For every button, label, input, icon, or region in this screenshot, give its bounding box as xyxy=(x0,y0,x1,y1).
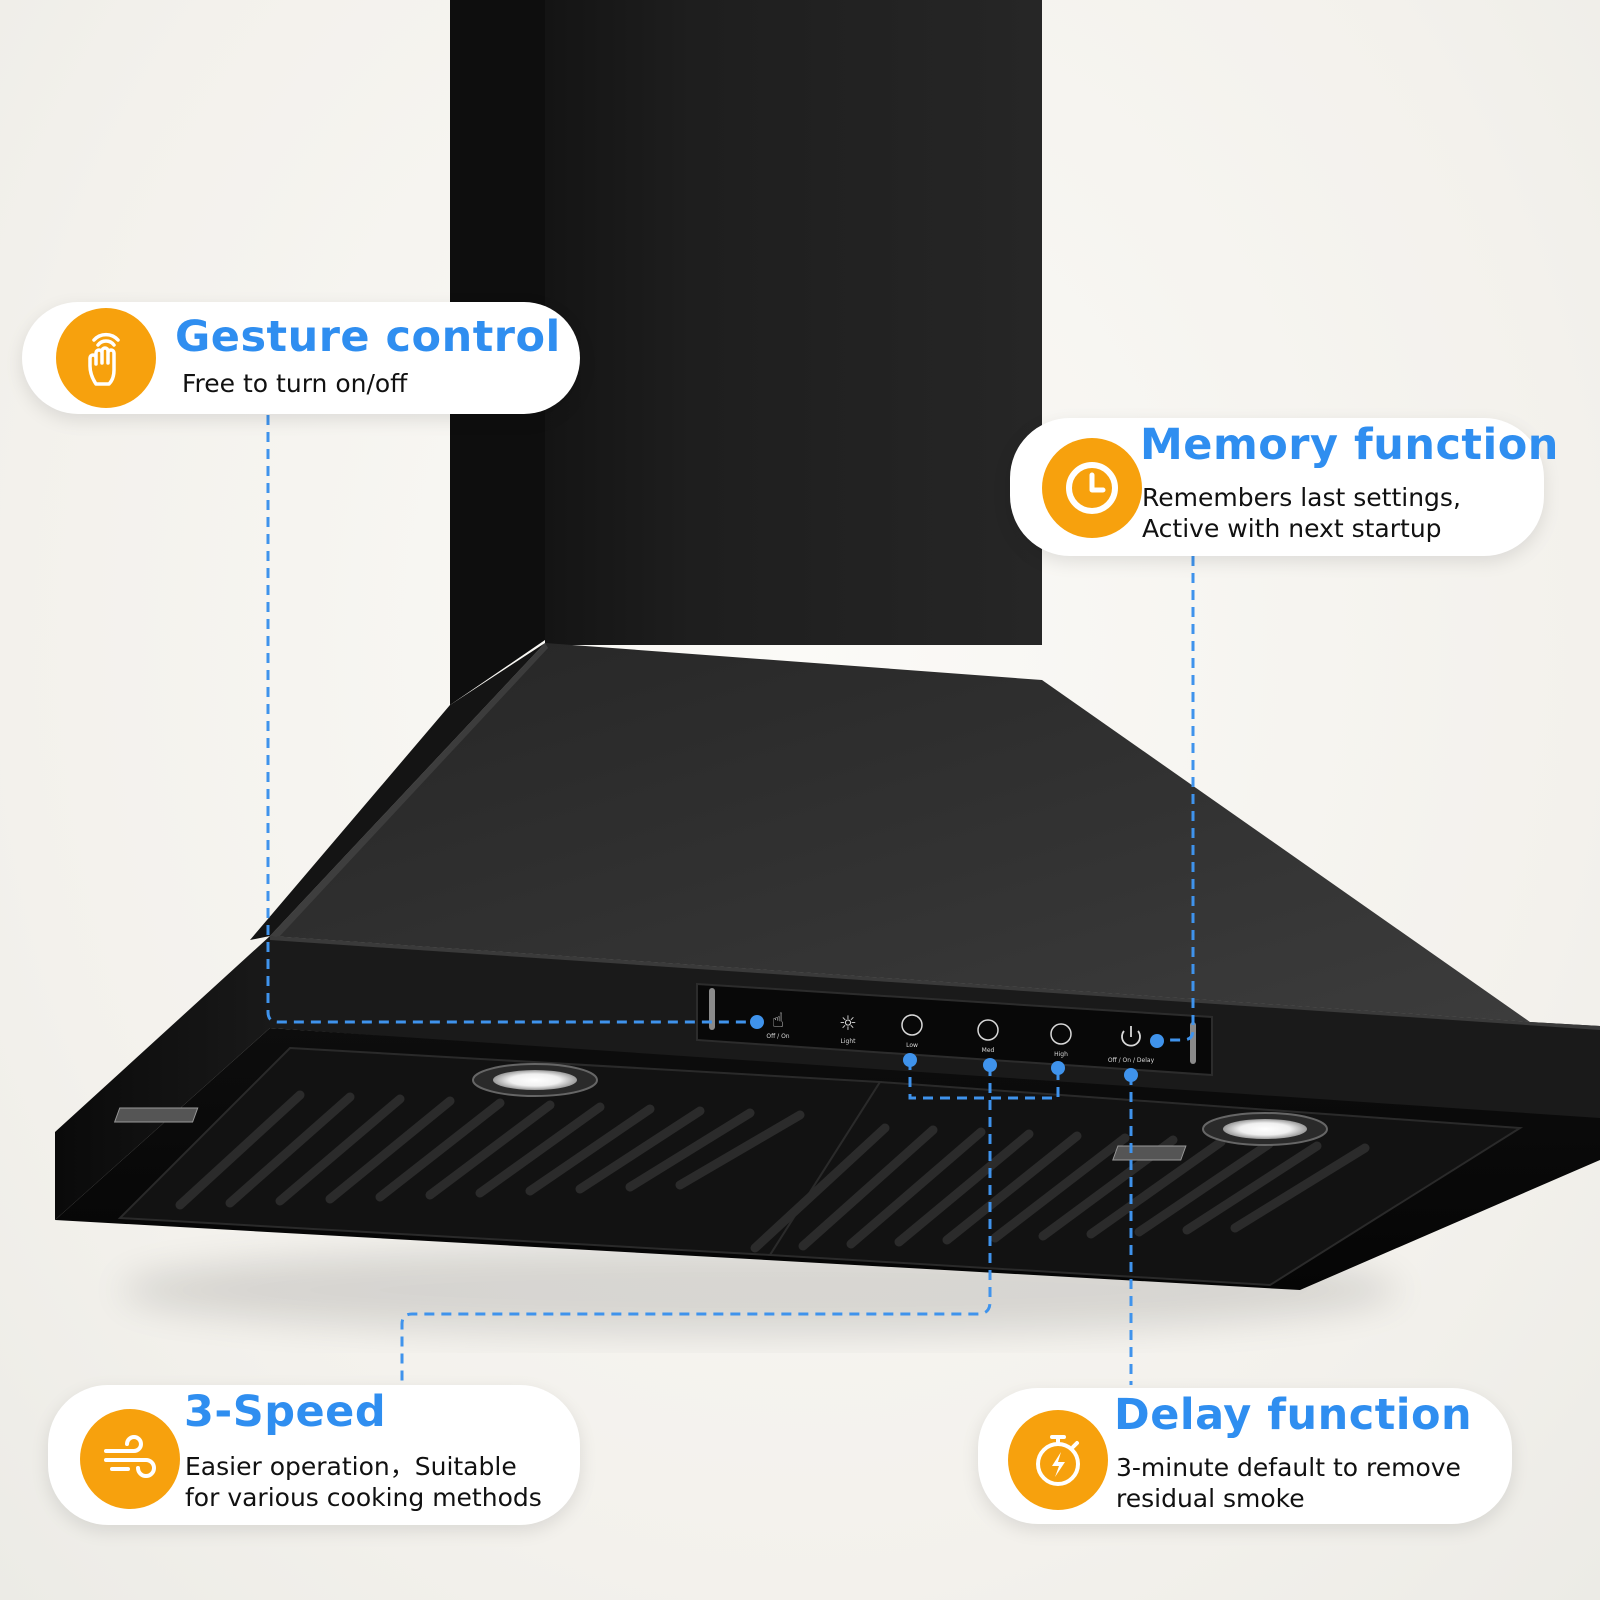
power-icon xyxy=(1121,1026,1141,1047)
baffle-slat xyxy=(675,1110,805,1190)
memory-badge xyxy=(1042,438,1142,538)
power-delay-button[interactable]: Off / On / Delay xyxy=(1108,1026,1155,1064)
light-button-label: Light xyxy=(841,1038,857,1045)
lamp-right xyxy=(1202,1112,1328,1146)
memory-description: Remembers last settings, Active with nex… xyxy=(1142,482,1461,544)
baffle-slat xyxy=(990,1133,1130,1243)
control-panel: ☝ Off / On ☼ Light Low Med High Off / On… xyxy=(696,982,1213,1077)
fan-low-button[interactable]: Low xyxy=(901,1014,923,1049)
fan-med-label: Med xyxy=(982,1047,995,1054)
speed-title: 3-Speed xyxy=(184,1387,387,1437)
fan-med-icon xyxy=(977,1019,999,1041)
baffle-slat xyxy=(1182,1141,1322,1235)
leader-dots xyxy=(750,1015,1164,1082)
memory-leader-line xyxy=(1157,556,1195,1042)
light-button[interactable]: ☼ Light xyxy=(839,1011,857,1045)
delay-description-line-1: 3-minute default to remove xyxy=(1116,1453,1461,1482)
fan-high-icon xyxy=(1050,1023,1072,1045)
delay-callout: Delay function 3-minute default to remov… xyxy=(978,1388,1512,1524)
gesture-symbol-icon: ☝ xyxy=(772,1008,784,1032)
baffle-slat xyxy=(846,1127,986,1249)
baffle-slat xyxy=(275,1094,405,1206)
gesture-button-label: Off / On xyxy=(766,1033,789,1040)
canopy-left xyxy=(250,643,545,940)
speed-leader-line xyxy=(400,1060,1060,1383)
gesture-description: Free to turn on/off xyxy=(182,368,407,399)
front-band-highlight xyxy=(270,936,1600,1030)
baffle-slat xyxy=(750,1123,890,1253)
stopwatch-icon xyxy=(1036,1435,1080,1486)
baffle-slat xyxy=(1230,1143,1370,1233)
lightbulb-icon: ☼ xyxy=(839,1011,857,1035)
speed-description-line-1: Easier operation，Suitable xyxy=(185,1452,517,1481)
memory-description-line-1: Remembers last settings, xyxy=(1142,483,1461,512)
speed-badge xyxy=(80,1409,180,1509)
baffle-slat xyxy=(625,1108,755,1192)
canopy-front xyxy=(270,643,1530,1022)
fan-low-icon xyxy=(901,1014,923,1036)
memory-title: Memory function xyxy=(1140,420,1559,470)
fan-low-label: Low xyxy=(906,1042,918,1049)
speed-callout: 3-Speed Easier operation，Suitable for va… xyxy=(48,1385,580,1525)
hood-left-face xyxy=(55,936,270,1220)
baffle-slat xyxy=(525,1104,655,1196)
baffle-slat xyxy=(1086,1137,1226,1239)
speed-description-line-2: for various cooking methods xyxy=(185,1483,542,1512)
baffle-slat xyxy=(325,1096,455,1204)
speed-description: Easier operation，Suitable for various co… xyxy=(185,1451,542,1513)
baffle-slat xyxy=(942,1131,1082,1245)
baffle-slat xyxy=(175,1090,305,1210)
fan-med-button[interactable]: Med xyxy=(977,1019,999,1054)
baffle-slats xyxy=(175,1090,1370,1253)
baffle-slat xyxy=(575,1106,705,1194)
fan-high-button[interactable]: High xyxy=(1050,1023,1072,1058)
memory-description-line-2: Active with next startup xyxy=(1142,514,1442,543)
power-delay-label: Off / On / Delay xyxy=(1108,1057,1155,1064)
baffle-slat xyxy=(375,1098,505,1202)
baffle-slat xyxy=(798,1125,938,1251)
filter-handle-right xyxy=(1112,1145,1187,1161)
delay-description-line-2: residual smoke xyxy=(1116,1484,1305,1513)
baffle-slat xyxy=(894,1129,1034,1247)
clock-icon xyxy=(1066,462,1118,514)
leader-lines xyxy=(266,415,1195,1385)
hand-gesture-icon xyxy=(88,332,120,386)
delay-description: 3-minute default to remove residual smok… xyxy=(1116,1452,1461,1514)
memory-callout: Memory function Remembers last settings,… xyxy=(1010,418,1558,556)
filter-handle-left xyxy=(113,1107,199,1123)
gesture-badge xyxy=(56,308,156,408)
canopy-left-edge xyxy=(270,643,548,938)
lamp-left xyxy=(472,1063,598,1097)
baffle-slat xyxy=(475,1102,605,1198)
baffle-slat xyxy=(225,1092,355,1208)
delay-badge xyxy=(1008,1410,1108,1510)
wind-icon xyxy=(104,1435,156,1478)
chimney-front xyxy=(545,0,1042,645)
baffle-slat xyxy=(425,1100,555,1200)
gesture-button[interactable]: ☝ Off / On xyxy=(766,1008,789,1040)
gesture-leader-line xyxy=(266,415,755,1024)
gesture-title: Gesture control xyxy=(175,312,561,362)
fan-high-label: High xyxy=(1054,1051,1068,1058)
gesture-description-line: Free to turn on/off xyxy=(182,369,408,398)
gesture-callout: Gesture control Free to turn on/off xyxy=(22,302,580,414)
baffle-slat xyxy=(1134,1139,1274,1237)
delay-title: Delay function xyxy=(1114,1390,1473,1440)
